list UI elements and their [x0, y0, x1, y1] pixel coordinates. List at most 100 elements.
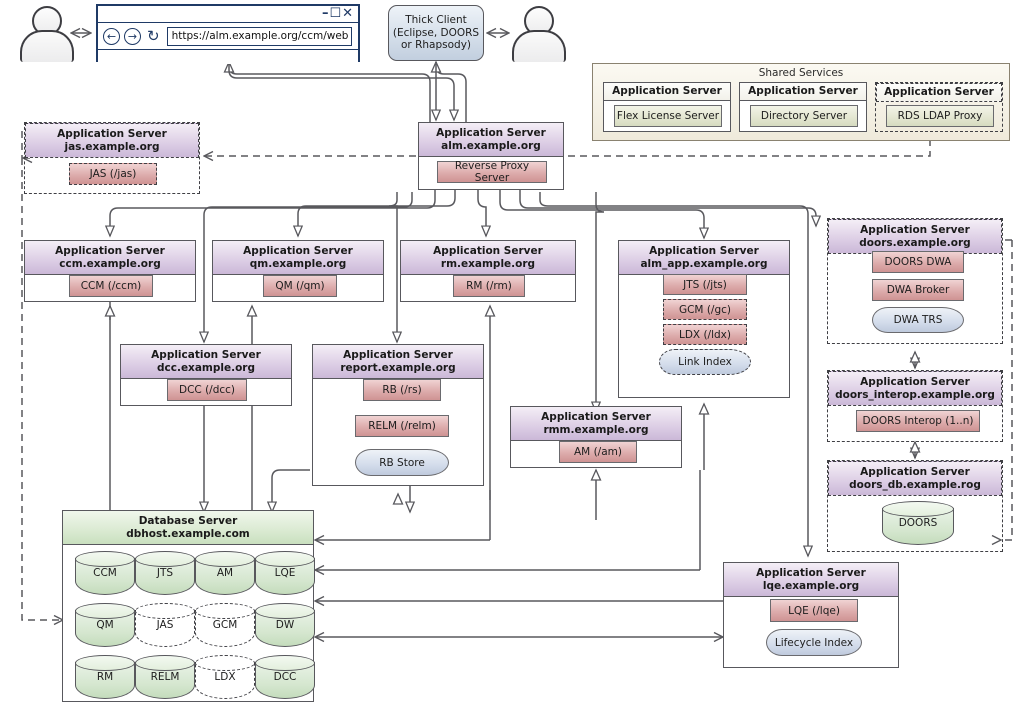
thick-client-node: Thick Client (Eclipse, DOORS or Rhapsody… [388, 5, 484, 61]
component-link-index: Link Index [659, 349, 751, 375]
minimize-icon[interactable]: – [321, 6, 330, 21]
database-am: AM [195, 551, 255, 595]
node-header: Application Server qm.example.org [213, 241, 383, 276]
browser-viewport [98, 50, 358, 64]
server-jas: Application Server jas.example.org JAS (… [24, 122, 200, 194]
node-host: alm_app.example.org [640, 257, 768, 270]
server-ccm: Application Server ccm.example.org CCM (… [24, 240, 196, 302]
component-doors-interop: DOORS Interop (1..n) [856, 410, 980, 432]
component-qm: QM (/qm) [263, 275, 337, 297]
node-role: Application Server [243, 245, 353, 257]
database-grid: CCM JTS AM LQE QM JAS GCM [71, 551, 315, 699]
node-header: Application Server report.example.org [313, 345, 483, 380]
node-header: Application Server [876, 83, 1002, 102]
shared-services-title: Shared Services [758, 67, 844, 79]
close-icon[interactable]: ✕ [342, 6, 354, 21]
database-label: LDX [214, 671, 236, 683]
component-ldx: LDX (/ldx) [663, 324, 747, 345]
node-host: dcc.example.org [156, 361, 255, 374]
database-label: AM [216, 567, 234, 579]
server-lqe: Application Server lqe.example.org LQE (… [723, 562, 899, 668]
node-role: Application Server [860, 376, 970, 388]
component-rb-store: RB Store [355, 449, 449, 476]
node-host: doors_db.example.rog [849, 478, 981, 491]
node-role: Application Server [649, 245, 759, 257]
server-alm: Application Server alm.example.org Rever… [418, 122, 564, 190]
server-report: Application Server report.example.org RB… [312, 344, 484, 486]
browser-titlebar: –☐✕ [98, 6, 358, 23]
node-role: Application Server [436, 127, 546, 139]
component-lqe: LQE (/lqe) [770, 599, 858, 622]
database-label: DW [275, 619, 295, 631]
node-host: doors.example.org [859, 236, 971, 249]
server-doors-db: Application Server doors_db.example.rog … [827, 460, 1003, 552]
back-icon[interactable]: ← [103, 27, 120, 45]
database-label: JTS [156, 567, 174, 579]
server-rmm: Application Server rmm.example.org AM (/… [510, 406, 682, 468]
url-input[interactable]: https://alm.example.org/ccm/web [166, 26, 352, 46]
user-actor-left [20, 6, 74, 62]
node-host: rm.example.org [440, 257, 536, 270]
node-role: Application Server [860, 224, 970, 236]
server-dcc: Application Server dcc.example.org DCC (… [120, 344, 292, 406]
window-controls[interactable]: –☐✕ [322, 6, 354, 21]
component-dwa-trs: DWA TRS [872, 307, 964, 333]
shared-server-flex: Application Server Flex License Server [603, 82, 731, 132]
node-role: Application Server [151, 349, 261, 361]
node-role: Application Server [860, 466, 970, 478]
database-server: Database Server dbhost.example.com CCM J… [62, 510, 315, 702]
cylinder-top [882, 501, 954, 517]
database-label: GCM [212, 619, 238, 631]
component-ccm: CCM (/ccm) [69, 275, 153, 297]
database-jts: JTS [135, 551, 195, 595]
node-role: Application Server [541, 411, 651, 423]
actor-body-icon [20, 30, 74, 62]
browser-navbar: ← → ↻ https://alm.example.org/ccm/web [98, 23, 358, 50]
component-doors-dwa: DOORS DWA [872, 251, 964, 273]
node-role: Database Server [138, 515, 238, 527]
database-rm: RM [75, 655, 135, 699]
node-role: Application Server [343, 349, 453, 361]
node-host: report.example.org [340, 361, 456, 374]
component-rm: RM (/rm) [453, 275, 525, 297]
component-jts: JTS (/jts) [663, 274, 747, 295]
maximize-icon[interactable]: ☐ [329, 6, 343, 21]
node-host: doors_interop.example.org [835, 388, 995, 401]
node-header: Application Server rm.example.org [401, 241, 575, 276]
database-ccm: CCM [75, 551, 135, 595]
component-relm: RELM (/relm) [355, 415, 449, 437]
browser-window[interactable]: –☐✕ ← → ↻ https://alm.example.org/ccm/we… [96, 4, 360, 64]
node-host: dbhost.example.com [126, 527, 250, 540]
node-role: Application Server [756, 567, 866, 579]
database-qm: QM [75, 603, 135, 647]
shared-services-container: Shared Services Application Server Flex … [592, 63, 1010, 141]
node-header: Application Server lqe.example.org [724, 563, 898, 598]
database-label: QM [96, 619, 114, 631]
node-header: Application Server doors_db.example.rog [828, 461, 1002, 497]
shared-server-directory: Application Server Directory Server [739, 82, 867, 132]
database-label: RM [96, 671, 114, 683]
node-host: qm.example.org [249, 257, 347, 270]
actor-body-icon [512, 30, 566, 62]
database-label: CCM [93, 567, 117, 579]
database-dcc: DCC [255, 655, 315, 699]
component-dwa-broker: DWA Broker [872, 279, 964, 301]
node-header: Application Server rmm.example.org [511, 407, 681, 442]
database-dw: DW [255, 603, 315, 647]
node-host: ccm.example.org [59, 257, 161, 270]
database-label: LQE [274, 567, 296, 579]
component-lifecycle-index: Lifecycle Index [766, 629, 862, 656]
database-lqe: LQE [255, 551, 315, 595]
user-actor-right [512, 6, 566, 62]
server-doors: Application Server doors.example.org DOO… [827, 218, 1003, 344]
forward-icon[interactable]: → [124, 27, 141, 45]
node-host: rmm.example.org [543, 423, 649, 436]
database-label: JAS [156, 619, 174, 631]
database-label: RELM [150, 671, 180, 683]
node-role: Application Server [57, 128, 167, 140]
database-relm: RELM [135, 655, 195, 699]
reload-icon[interactable]: ↻ [147, 26, 160, 45]
database-ldx: LDX [195, 655, 255, 699]
node-header: Application Server alm.example.org [419, 123, 563, 158]
node-host: lqe.example.org [762, 579, 860, 592]
